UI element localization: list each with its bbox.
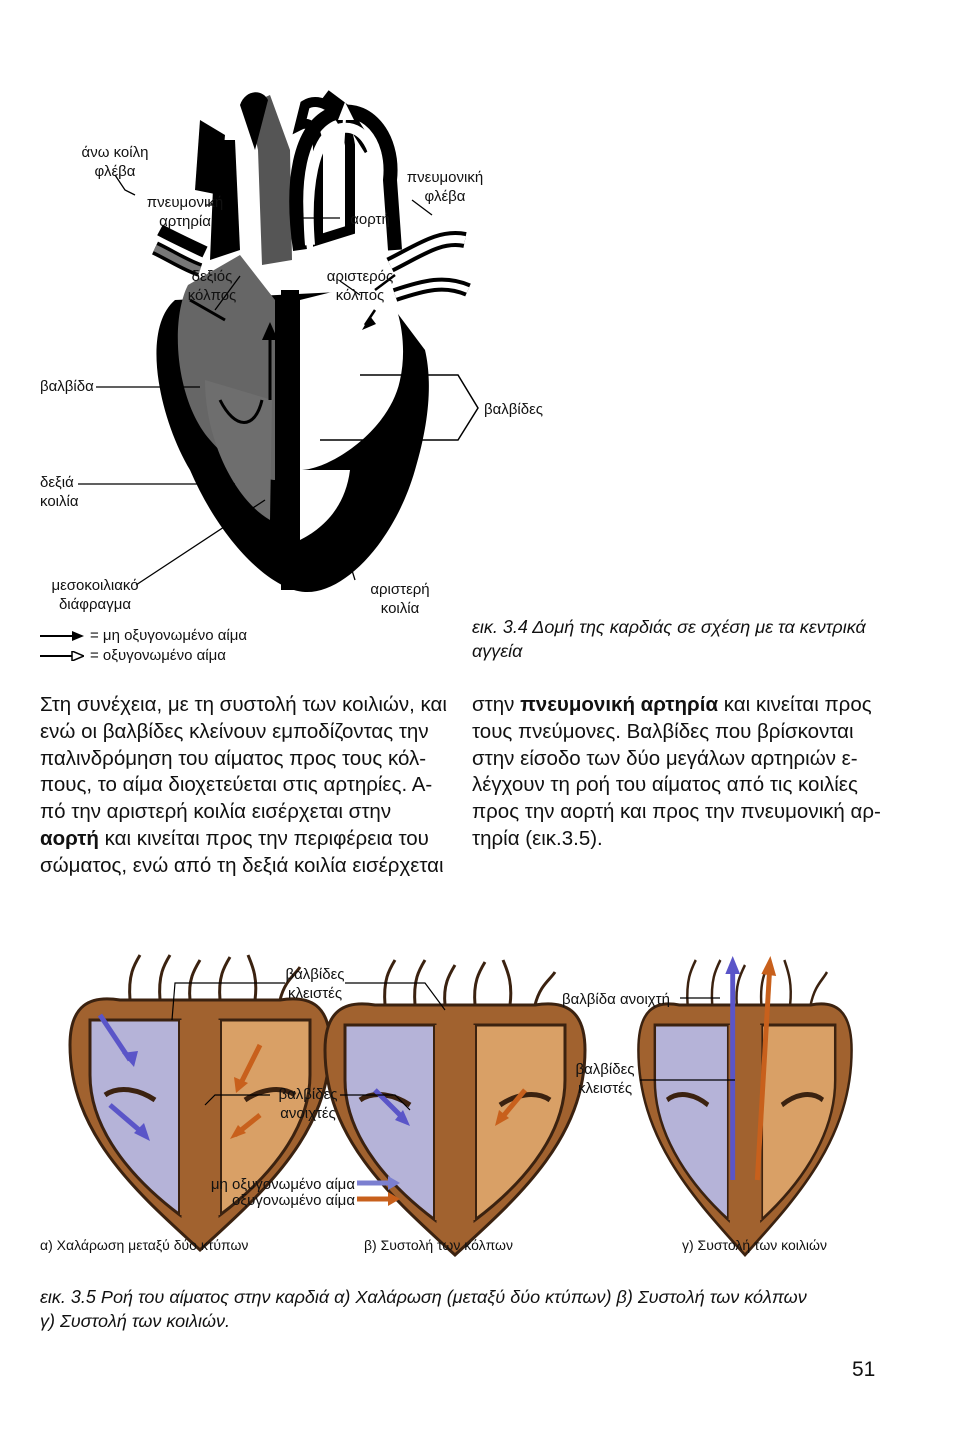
- legend-oxygenated: = οξυγονωμένο αίμα: [40, 647, 226, 665]
- text-fragment: και κινείται προς την περιφέρεια του: [104, 826, 429, 850]
- label-valves-closed-right: βαλβίδες κλειστές: [575, 1061, 635, 1097]
- label-aorta: αορτή: [350, 211, 390, 228]
- label-pulmonary-vein: πνευμονική φλέβα: [406, 169, 484, 205]
- text-line: προς την αορτή και προς την πνευμονική α…: [472, 800, 881, 824]
- label-pulmonary-artery: πνευμονική αρτηρία: [146, 194, 224, 230]
- subcaption-a: α) Χαλάρωση μεταξύ δύο κτύπων: [40, 1237, 249, 1253]
- text-line-aorta: αορτή και κινείται προς την περιφέρεια τ…: [40, 826, 448, 853]
- label-valves: βαλβίδες: [484, 401, 544, 418]
- heart-structure-diagram: [78, 90, 479, 593]
- legend-deoxygenated-text: = μη οξυγονωμένο αίμα: [90, 627, 248, 644]
- text-line: Στη συνέχεια, με τη συστολή των κοιλιών,…: [40, 693, 447, 716]
- label-septum: μεσοκοιλιακό διάφραγμα: [51, 577, 139, 613]
- label-valve-open: βαλβίδα ανοιχτή: [562, 991, 670, 1008]
- figure-3-4-caption: εικ. 3.4 Δομή της καρδιάς σε σχέση με τα…: [472, 617, 866, 661]
- text-line: πους, το αίμα διοχετεύεται στις αρτηρίες…: [40, 773, 433, 797]
- legend-deoxygenated: = μη οξυγονωμένο αίμα: [40, 627, 247, 645]
- text-line: λέγχουν τη ροή του αίματος από τις κοιλί…: [472, 773, 858, 797]
- label-valves-open: βαλβίδες ανοιχτές: [278, 1086, 338, 1122]
- text-left-column: Στη συνέχεια, με τη συστολή των κοιλιών,…: [40, 692, 448, 880]
- text-line: σώματος, ενώ από τη δεξιά κοιλία εισέρχε…: [40, 853, 444, 877]
- subcaption-c: γ) Συστολή των κοιλιών: [682, 1237, 827, 1253]
- legend-oxygenated-2: οξυγονωμένο αίμα: [232, 1192, 355, 1209]
- black-arrow-icon: [40, 631, 84, 641]
- label-valves-closed-top: βαλβίδες κλειστές: [285, 966, 345, 1002]
- label-valve: βαλβίδα: [40, 378, 94, 395]
- legend-oxygenated-text: = οξυγονωμένο αίμα: [90, 647, 226, 664]
- label-left-ventricle: αριστερή κοιλία: [370, 581, 430, 617]
- text-line: τους πνεύμονες. Βαλβίδες που βρίσκονται: [472, 719, 854, 743]
- label-left-atrium: αριστερός κόλπος: [326, 268, 394, 304]
- text-line: ενώ οι βαλβίδες κλείνουν εμποδίζοντας τη…: [40, 719, 429, 743]
- figure-3-5-caption: εικ. 3.5 Ροή του αίματος στην καρδιά α) …: [40, 1287, 807, 1331]
- subcaption-b: β) Συστολή των κόλπων: [364, 1237, 513, 1253]
- text-line: πό την αριστερή κοιλία εισέρχεται στην: [40, 800, 392, 824]
- text-fragment: και κινείται προς: [723, 693, 872, 716]
- label-right-atrium: δεξιός κόλπος: [187, 268, 237, 304]
- page-number: 51: [852, 1358, 876, 1381]
- label-superior-vena-cava: άνω κοίλη φλέβα: [81, 144, 149, 180]
- text-fragment: στην: [472, 693, 515, 716]
- label-right-ventricle: δεξιά κοιλία: [40, 474, 79, 510]
- text-line: τηρία (εικ.3.5).: [472, 826, 603, 850]
- open-arrow-icon: [40, 651, 84, 661]
- legend-deoxygenated-2: μη οξυγονωμένο αίμα: [210, 1176, 355, 1193]
- bold-term-aorta: αορτή: [40, 826, 99, 850]
- legend-arrows: [357, 1176, 400, 1206]
- text-line: στην είσοδο των δύο μεγάλων αρτηριών ε-: [472, 746, 858, 770]
- text-right-column: στην πνευμονική αρτηρία και κινείται προ…: [472, 692, 884, 853]
- text-line-pulmonary: στην πνευμονική αρτηρία και κινείται προ…: [472, 692, 884, 719]
- text-line: παλινδρόμηση του αίματος προς τους κόλ-: [40, 746, 427, 770]
- bold-term-pulmonary-artery: πνευμονική αρτηρία: [520, 693, 719, 716]
- heart-b: [325, 960, 585, 1255]
